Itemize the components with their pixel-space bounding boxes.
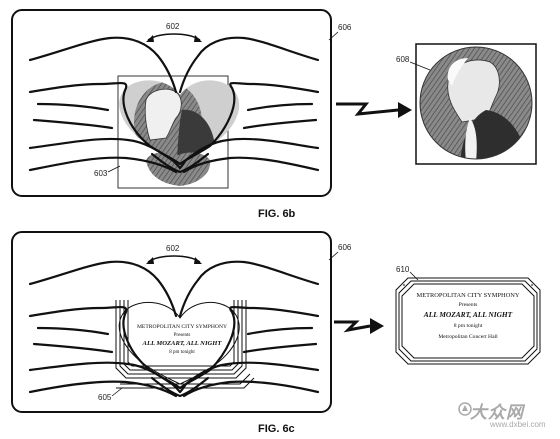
- poster-line5: Metropolitan Concert Hall: [438, 334, 498, 340]
- poster-line1: METROPOLITAN CITY SYMPHONY: [417, 292, 520, 299]
- arrowhead-right-6c: [194, 257, 202, 264]
- heart-outline-6c: [118, 301, 240, 385]
- transfer-arrow-6c: [334, 320, 371, 333]
- heart-hands-6c: [28, 260, 320, 398]
- poster-partial-line1: METROPOLITAN CITY SYMPHONY: [137, 324, 227, 330]
- leader-603: [107, 165, 121, 173]
- arrowhead-left-6c: [146, 257, 154, 264]
- fig-6c: METROPOLITAN CITY SYMPHONY Presents ALL …: [11, 231, 541, 435]
- ref-608: 608: [396, 55, 410, 64]
- capture-region-603: [117, 75, 229, 189]
- poster-partial-line3: ALL MOZART, ALL NIGHT: [142, 340, 223, 347]
- leader-608: [409, 61, 431, 71]
- ref-602-6c: 602: [166, 244, 180, 253]
- arrowhead-right-6b: [194, 35, 202, 42]
- watermark-url: www.dxbei.com: [490, 420, 546, 429]
- poster-line3: ALL MOZART, ALL NIGHT: [423, 310, 513, 319]
- arrowhead-left-6b: [146, 35, 154, 42]
- fig-6b: 602 606 603 608 FIG. 6b: [11, 9, 537, 220]
- poster-partial-line4: 8 pm tonight: [169, 350, 195, 355]
- poster-text-610: METROPOLITAN CITY SYMPHONY Presents ALL …: [417, 292, 520, 340]
- transfer-arrow-6b: [336, 102, 399, 116]
- poster-partial-line2: Presents: [174, 333, 191, 338]
- poster-line4: 8 pm tonight: [454, 323, 483, 329]
- transfer-arrowhead-6b: [398, 102, 412, 118]
- fig-6b-label: FIG. 6b: [258, 208, 296, 220]
- portrait-circle-outline-608: [419, 46, 533, 160]
- ref-603: 603: [94, 169, 108, 178]
- leader-610: [409, 271, 419, 281]
- transfer-arrowhead-6c: [370, 318, 384, 334]
- watermark-chinese: 大众网: [470, 403, 524, 423]
- portrait-circle-608: [420, 47, 532, 159]
- heart-hands-6b: [28, 36, 320, 174]
- fig-6c-label: FIG. 6c: [258, 423, 295, 435]
- result-poster-610: [395, 277, 541, 365]
- leader-605: [111, 387, 123, 397]
- ref-606-6c: 606: [338, 243, 352, 252]
- poster-line2: Presents: [459, 302, 478, 308]
- ref-602-6b: 602: [166, 22, 180, 31]
- poster-text-partial: METROPOLITAN CITY SYMPHONY Presents ALL …: [137, 324, 227, 355]
- watermark-logo-icon: [458, 402, 472, 416]
- leader-606-6b: [328, 31, 339, 41]
- leader-606-6c: [328, 251, 339, 261]
- ref-605: 605: [98, 393, 112, 402]
- display-screen-6c: [11, 231, 332, 413]
- ref-606-6b: 606: [338, 23, 352, 32]
- ref-610: 610: [396, 265, 410, 274]
